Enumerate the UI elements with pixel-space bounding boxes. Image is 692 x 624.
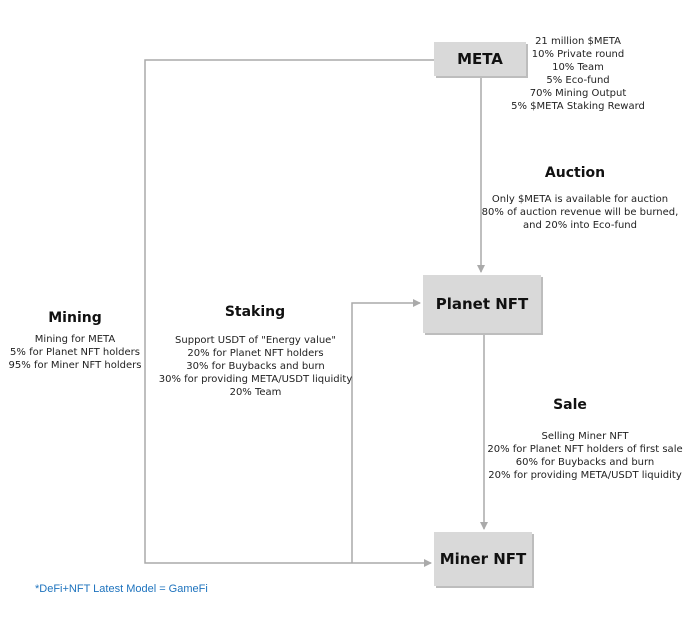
connector-staking [351,299,421,563]
mining-text: Mining for META 5% for Planet NFT holder… [2,333,148,372]
sale-line: 20% for providing META/USDT liquidity [488,470,682,481]
sale-heading: Sale [553,397,587,413]
staking-line: 30% for providing META/USDT liquidity [158,374,353,385]
mining-line: Mining for META [34,334,116,345]
sale-line: 20% for Planet NFT holders of first sale [487,444,683,455]
node-meta: META [434,42,526,76]
staking-line: 30% for Buybacks and burn [186,361,325,372]
staking-text: Support USDT of "Energy value" 20% for P… [143,334,368,399]
staking-line: 20% Team [229,387,282,398]
footnote: *DeFi+NFT Latest Model = GameFi [35,583,208,595]
node-planet-nft: Planet NFT [423,275,541,333]
mining-line: 5% for Planet NFT holders [10,347,140,358]
meta-info-line: 70% Mining Output [529,88,627,99]
meta-info-line: 5% Eco-fund [546,75,610,86]
staking-line: 20% for Planet NFT holders [187,348,324,359]
meta-info-line: 10% Private round [531,49,625,60]
meta-info-line: 21 million $META [535,36,621,47]
auction-line: 80% of auction revenue will be burned, [481,207,679,218]
meta-info-line: 10% Team [552,62,604,73]
connector-mining-loop [144,59,434,567]
node-miner-nft: Miner NFT [434,532,532,586]
mining-line: 95% for Miner NFT holders [8,360,142,371]
sale-line: Selling Miner NFT [541,431,629,442]
auction-line: and 20% into Eco-fund [522,220,637,231]
sale-text: Selling Miner NFT 20% for Planet NFT hol… [475,430,692,482]
sale-line: 60% for Buybacks and burn [515,457,655,468]
auction-heading: Auction [544,165,606,181]
staking-heading: Staking [224,304,286,320]
mining-heading: Mining [48,310,102,326]
auction-text: Only $META is available for auction 80% … [475,193,685,232]
meta-info-line: 5% $META Staking Reward [511,101,645,112]
staking-line: Support USDT of "Energy value" [175,335,336,346]
meta-allocation-text: 21 million $META 10% Private round 10% T… [488,35,668,113]
auction-line: Only $META is available for auction [491,194,669,205]
